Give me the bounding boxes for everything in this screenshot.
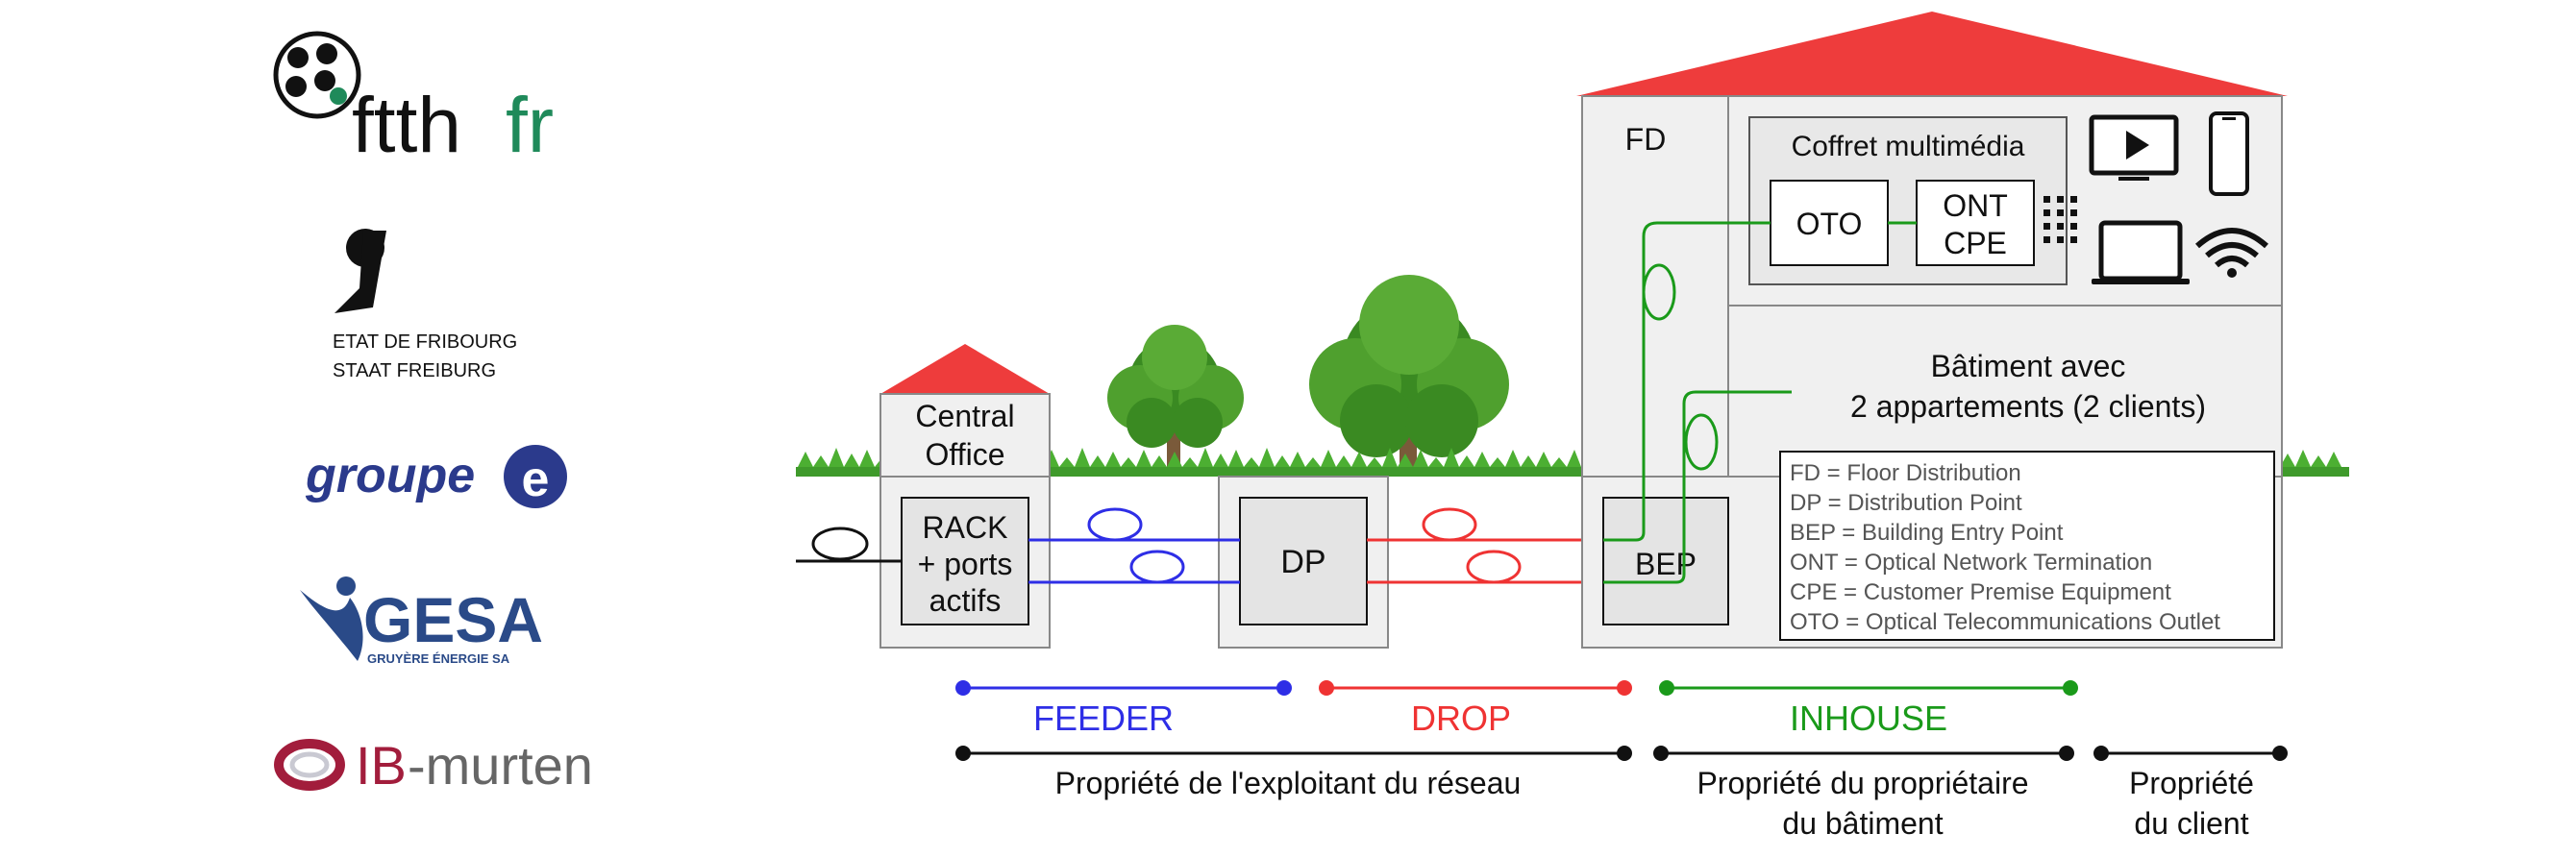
building-description-2: 2 appartements (2 clients) bbox=[1850, 389, 2206, 424]
bep-label: BEP bbox=[1635, 547, 1697, 581]
client-ownership: Propriété du client bbox=[2093, 746, 2288, 841]
gesa-logo: GESA GRUYÈRE ÉNERGIE SA bbox=[300, 576, 543, 666]
external-fiber-loop bbox=[811, 527, 869, 561]
feeder-fibers bbox=[1028, 507, 1240, 584]
rack-label-2: + ports bbox=[918, 547, 1013, 581]
inhouse-segment: INHOUSE bbox=[1659, 680, 2078, 738]
oto-label: OTO bbox=[1796, 207, 1863, 241]
ont-label: ONT bbox=[1943, 188, 2008, 223]
drop-label: DROP bbox=[1411, 699, 1511, 738]
legend-item: ONT = Optical Network Termination bbox=[1790, 550, 2152, 576]
fribourg-line2: STAAT FREIBURG bbox=[333, 360, 496, 381]
rack-label-3: actifs bbox=[929, 583, 1002, 618]
client-label-2: du client bbox=[2134, 806, 2248, 841]
tree-large bbox=[1309, 275, 1509, 477]
network-operator-ownership: Propriété de l'exploitant du réseau bbox=[955, 746, 1632, 800]
coffret-label: Coffret multimédia bbox=[1792, 131, 2025, 162]
gesa-subtitle: GRUYÈRE ÉNERGIE SA bbox=[367, 651, 510, 666]
rack-label-1: RACK bbox=[923, 510, 1008, 545]
dp-label: DP bbox=[1280, 544, 1325, 580]
legend-item: BEP = Building Entry Point bbox=[1790, 520, 2064, 546]
central-office-label-1: Central bbox=[915, 399, 1014, 433]
rack-box bbox=[901, 497, 1029, 625]
legend-box bbox=[1779, 451, 2275, 641]
ont-cpe-box bbox=[1916, 180, 2035, 266]
network-operator-label: Propriété de l'exploitant du réseau bbox=[1055, 766, 1522, 800]
drop-fibers bbox=[1367, 507, 1603, 584]
murten-word: -murten bbox=[408, 735, 593, 796]
gesa-name: GESA bbox=[363, 584, 543, 655]
fr-word: fr bbox=[506, 82, 554, 169]
legend-item: FD = Floor Distribution bbox=[1790, 460, 2021, 486]
ftth-fr-logo: ftth fr bbox=[273, 31, 554, 169]
groupe-e-logo: groupe e bbox=[305, 445, 567, 508]
legend: FD = Floor Distribution DP = Distributio… bbox=[1790, 460, 2220, 635]
feeder-label: FEEDER bbox=[1033, 699, 1174, 738]
ftth-word: ftth bbox=[352, 82, 461, 169]
ethernet-ports bbox=[2043, 196, 2077, 243]
legend-item: OTO = Optical Telecommunications Outlet bbox=[1790, 609, 2220, 635]
groupe-e-letter: e bbox=[522, 452, 550, 507]
laptop-icon bbox=[2092, 220, 2190, 284]
building-description-1: Bâtiment avec bbox=[1931, 349, 2126, 383]
etat-de-fribourg-logo: ETAT DE FRIBOURG STAAT FREIBURG bbox=[333, 229, 517, 381]
ib-murten-logo: IB -murten bbox=[274, 735, 593, 796]
bep-box bbox=[1602, 497, 1729, 625]
legend-item: DP = Distribution Point bbox=[1790, 490, 2022, 516]
wifi-icon bbox=[2195, 228, 2268, 278]
ib-word: IB bbox=[356, 735, 407, 796]
building-owner-label-2: du bâtiment bbox=[1782, 806, 1943, 841]
dp-box bbox=[1239, 497, 1368, 625]
building-owner-label-1: Propriété du propriétaire bbox=[1697, 766, 2028, 800]
fd-label: FD bbox=[1625, 122, 1667, 157]
inhouse-fibers bbox=[1603, 221, 1917, 584]
central-office-label-2: Office bbox=[926, 437, 1005, 472]
tree-small bbox=[1107, 325, 1244, 477]
legend-item: CPE = Customer Premise Equipment bbox=[1790, 579, 2171, 605]
fribourg-line1: ETAT DE FRIBOURG bbox=[333, 331, 517, 353]
smartphone-icon bbox=[2209, 111, 2249, 196]
inhouse-label: INHOUSE bbox=[1790, 699, 1947, 738]
cpe-label: CPE bbox=[1944, 226, 2007, 260]
tv-icon bbox=[2089, 114, 2179, 181]
building-owner-ownership: Propriété du propriétaire du bâtiment bbox=[1653, 746, 2074, 841]
client-label-1: Propriété bbox=[2129, 766, 2254, 800]
groupe-word: groupe bbox=[305, 448, 475, 503]
feeder-segment: FEEDER bbox=[955, 680, 1292, 738]
drop-segment: DROP bbox=[1319, 680, 1632, 738]
central-office-building: Central Office bbox=[879, 344, 1051, 478]
